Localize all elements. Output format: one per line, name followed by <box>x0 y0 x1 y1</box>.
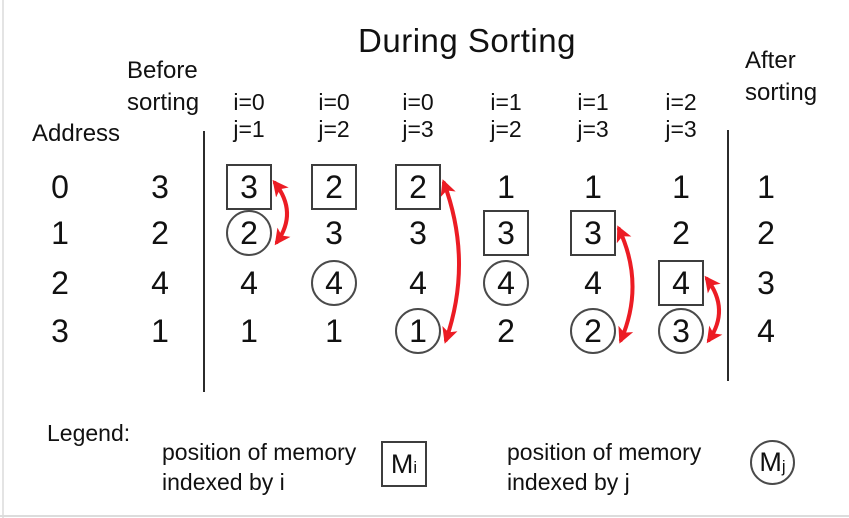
after-value: 3 <box>757 264 775 301</box>
memory-cell: 2 <box>226 210 272 256</box>
step-j-label: j=1 <box>233 116 265 142</box>
memory-cell: 3 <box>658 308 704 354</box>
memory-cell: 1 <box>672 168 690 205</box>
page-title: During Sorting <box>358 22 576 59</box>
memory-cell: 1 <box>395 308 441 354</box>
address-value: 1 <box>51 214 69 251</box>
legend-mj-base: M <box>759 447 782 477</box>
swap-arrow <box>704 275 723 344</box>
after-value: 1 <box>757 168 775 205</box>
memory-cell: 3 <box>325 214 343 251</box>
memory-cell: 2 <box>497 312 515 349</box>
memory-cell: 1 <box>584 168 602 205</box>
memory-cell: 4 <box>658 260 704 306</box>
step-i-label: i=0 <box>402 89 434 115</box>
before-value: 1 <box>151 312 169 349</box>
memory-cell: 2 <box>311 164 357 210</box>
address-value: 0 <box>51 168 69 205</box>
before-value: 2 <box>151 214 169 251</box>
address-header: Address <box>32 120 121 147</box>
step-i-label: i=1 <box>490 89 522 115</box>
step-i-label: i=2 <box>665 89 697 115</box>
memory-cell: 3 <box>570 210 616 256</box>
swap-arrow <box>440 179 461 344</box>
legend-mi-base: M <box>390 448 414 479</box>
left-divider-line <box>203 131 205 392</box>
swap-arrow <box>616 225 635 344</box>
memory-cell: 1 <box>325 312 343 349</box>
memory-cell: 4 <box>311 260 357 306</box>
legend-i-text: position of memory indexed by i <box>162 437 356 497</box>
before-sorting-header: Before sorting <box>127 55 199 119</box>
after-value: 2 <box>757 214 775 251</box>
memory-cell: 3 <box>409 214 427 251</box>
after-sorting-header-line2: sorting <box>745 79 818 106</box>
step-j-label: j=2 <box>318 116 350 142</box>
step-j-label: j=3 <box>665 116 697 142</box>
slide-left-edge <box>2 0 4 518</box>
memory-cell: 4 <box>584 264 602 301</box>
step-i-label: i=1 <box>577 89 609 115</box>
step-j-label: j=2 <box>490 116 522 142</box>
address-value: 2 <box>51 264 69 301</box>
before-value: 4 <box>151 264 169 301</box>
memory-cell: 3 <box>226 164 272 210</box>
after-sorting-header-line1: After <box>745 47 796 74</box>
step-i-label: i=0 <box>233 89 265 115</box>
step-j-label: j=3 <box>577 116 609 142</box>
before-sorting-header-line1: Before <box>127 57 198 84</box>
memory-cell: 2 <box>570 308 616 354</box>
step-j-label: j=3 <box>402 116 434 142</box>
address-value: 3 <box>51 312 69 349</box>
before-sorting-header-line2: sorting <box>127 89 200 116</box>
memory-cell: 4 <box>409 264 427 301</box>
right-divider-line <box>727 130 729 381</box>
memory-cell: 4 <box>483 260 529 306</box>
after-sorting-header: After sorting <box>745 45 817 109</box>
memory-cell: 4 <box>240 264 258 301</box>
memory-cell: 3 <box>483 210 529 256</box>
memory-cell: 1 <box>240 312 258 349</box>
memory-cell: 1 <box>497 168 515 205</box>
legend-label: Legend: <box>47 420 131 446</box>
before-value: 3 <box>151 168 169 205</box>
memory-cell: 2 <box>672 214 690 251</box>
legend-j-text: position of memory indexed by j <box>507 437 701 497</box>
legend-i-text-line2: indexed by i <box>162 469 285 495</box>
after-value: 4 <box>757 312 775 349</box>
legend-i-text-line1: position of memory <box>162 439 357 465</box>
slide-bottom-edge <box>0 515 849 517</box>
step-i-label: i=0 <box>318 89 350 115</box>
swap-arrow <box>272 179 291 246</box>
legend-j-text-line1: position of memory <box>507 439 702 465</box>
legend-j-text-line2: indexed by j <box>507 469 630 495</box>
memory-cell: 2 <box>395 164 441 210</box>
